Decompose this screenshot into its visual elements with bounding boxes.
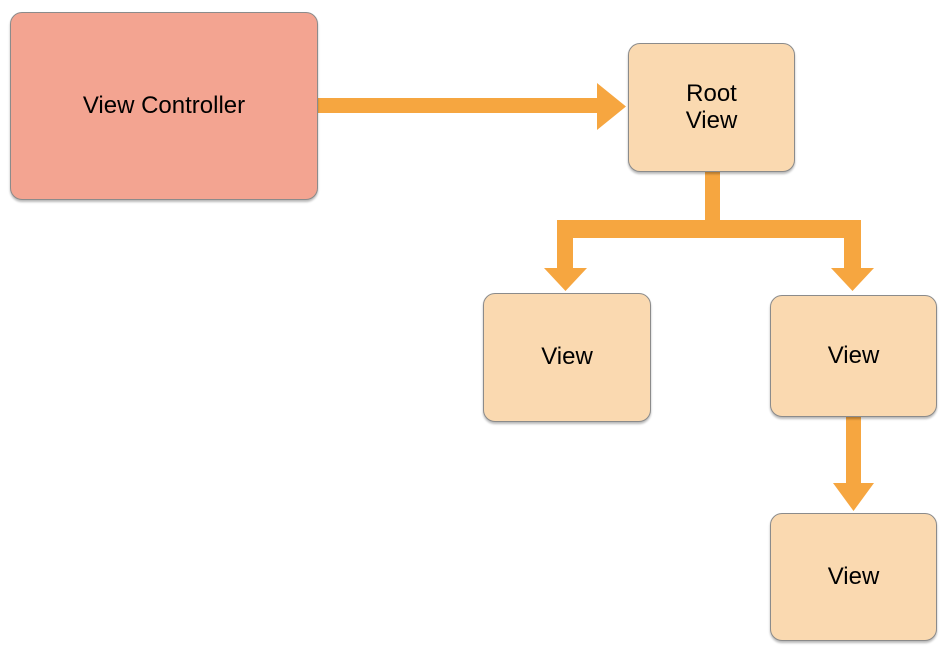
view-controller-label: View Controller [82, 91, 246, 119]
node-view-controller: View Controller [10, 12, 318, 200]
right-view-label: View [827, 341, 880, 369]
arrow-view-to-subview-icon [833, 417, 874, 511]
bottom-view-label: View [827, 562, 880, 590]
node-root-view: Root View [628, 43, 795, 172]
arrow-controller-to-root-view-icon [318, 83, 626, 130]
node-right-view: View [770, 295, 937, 417]
arrow-root-view-to-subviews-icon [544, 172, 874, 291]
left-view-label: View [541, 343, 593, 371]
node-bottom-view: View [770, 513, 937, 641]
node-left-view: View [483, 293, 651, 422]
root-view-label: Root View [685, 79, 738, 134]
